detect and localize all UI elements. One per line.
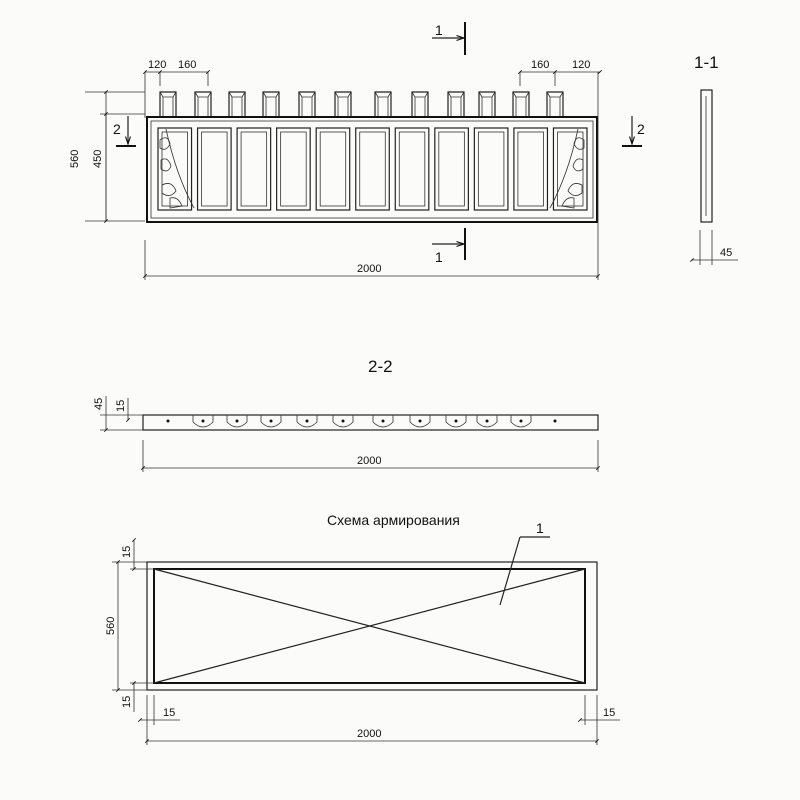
- panel-opening: [473, 127, 509, 211]
- post-section: [476, 415, 498, 428]
- panel-inner-outline: [150, 120, 594, 219]
- post-section: [192, 415, 214, 428]
- section-1-1-dim-thickness: 45: [720, 247, 732, 259]
- section-1-1-title: 1-1: [694, 53, 719, 72]
- dim-height-total: 560: [69, 150, 81, 168]
- reinforcement-title: Схема армирования: [327, 512, 460, 528]
- dim-left-edge: 120: [148, 59, 166, 71]
- post-section: [296, 415, 318, 428]
- panel-opening: [236, 127, 272, 211]
- panel-opening: [157, 127, 193, 211]
- section-2-2-dim-thickness: 45: [93, 398, 105, 410]
- panel-opening: [394, 127, 430, 211]
- panel-opening: [434, 127, 469, 211]
- fence-posts: [159, 91, 564, 117]
- decorative-stone-left: [159, 128, 195, 209]
- dim-width: 2000: [357, 263, 381, 275]
- section-2-2: 2-2 45 15 2000: [93, 357, 600, 472]
- fence-post: [411, 91, 429, 117]
- reinforcement-dim-left-cover: 15: [163, 707, 175, 719]
- panel-openings: [157, 127, 588, 211]
- reinforcement-scheme: Схема армирования 1 560 15 15 15 15 2000: [105, 512, 620, 745]
- fence-post: [374, 91, 392, 117]
- post-section: [226, 415, 248, 428]
- reinforcement-dim-width: 2000: [357, 728, 381, 740]
- dim-height-panel: 450: [92, 150, 104, 168]
- fence-post: [546, 91, 564, 117]
- section-mark-2-right: 2: [637, 121, 645, 137]
- post-section: [332, 415, 354, 428]
- section-2-2-dim-cover: 15: [115, 400, 127, 412]
- section-mark-1-bottom: 1: [435, 249, 443, 265]
- reinforcement-dim-height: 560: [105, 617, 117, 635]
- post-section: [445, 415, 467, 428]
- fence-post: [228, 91, 246, 117]
- panel-opening: [315, 127, 351, 211]
- fence-post: [478, 91, 496, 117]
- fence-post: [194, 91, 212, 117]
- panel-opening: [355, 127, 390, 211]
- post-section: [510, 415, 532, 428]
- dim-right-post: 160: [531, 59, 549, 71]
- section-2-2-title: 2-2: [368, 357, 393, 376]
- panel-opening: [513, 127, 549, 211]
- dim-left-post: 160: [178, 59, 196, 71]
- reinforcement-dim-top-cover: 15: [121, 546, 133, 558]
- section-2-2-dim-width: 2000: [357, 455, 381, 467]
- section-1-1: 1-1 45: [690, 53, 738, 265]
- fence-post: [262, 91, 280, 117]
- post-section: [260, 415, 282, 428]
- dim-right-edge: 120: [572, 59, 590, 71]
- post-cross-sections: [166, 415, 557, 428]
- post-section: [553, 419, 557, 423]
- fence-post: [512, 91, 530, 117]
- fence-post: [298, 91, 316, 117]
- reinforcement-dim-right-cover: 15: [603, 707, 615, 719]
- facade-view: 120 160 160 120 560 450 2000 1 1 2 2: [69, 22, 645, 280]
- decorative-stone-right: [549, 128, 585, 209]
- post-section: [372, 415, 394, 428]
- panel-opening: [276, 127, 311, 211]
- reinforcement-dim-bottom-cover: 15: [121, 696, 133, 708]
- post-section: [166, 419, 170, 423]
- fence-post: [334, 91, 352, 117]
- post-section: [409, 415, 431, 428]
- section-mark-2-left: 2: [113, 121, 121, 137]
- fence-post: [159, 91, 177, 117]
- section-mark-1-top: 1: [435, 22, 443, 38]
- panel-opening: [196, 127, 232, 211]
- fence-post: [447, 91, 465, 117]
- reinforcement-callout: 1: [536, 520, 544, 536]
- panel-outline: [146, 116, 598, 223]
